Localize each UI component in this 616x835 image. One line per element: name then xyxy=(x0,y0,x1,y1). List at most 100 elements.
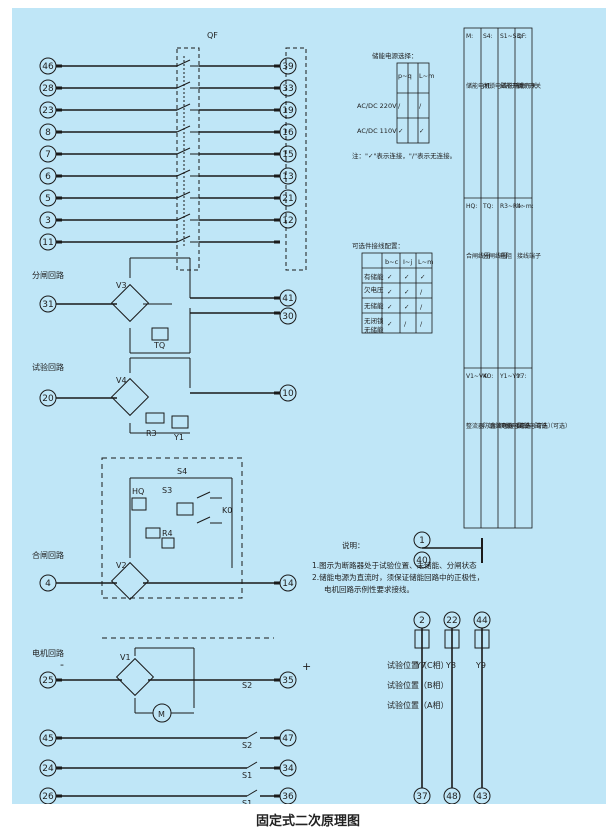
svg-text:✓: ✓ xyxy=(387,320,392,328)
svg-text:36: 36 xyxy=(282,792,294,802)
svg-text:8: 8 xyxy=(45,128,51,138)
svg-text:✓: ✓ xyxy=(420,273,425,281)
terminal-40: 40 xyxy=(413,551,431,569)
svg-text:15: 15 xyxy=(282,150,293,160)
svg-text:✓: ✓ xyxy=(404,288,409,296)
terminal-47: 47 xyxy=(279,729,297,747)
svg-text:13: 13 xyxy=(282,172,293,182)
legend-title: 可选件接线配置： xyxy=(352,241,404,250)
terminal-13: 13 xyxy=(279,167,297,185)
svg-text:35: 35 xyxy=(282,676,293,686)
open-circuit-label: 分闸回路 xyxy=(32,270,64,280)
terminal-10: 10 xyxy=(279,384,297,402)
terminal-15: 15 xyxy=(279,145,297,163)
svg-text:储能开关: 储能开关 xyxy=(500,82,524,90)
svg-text:AC/DC 220V: AC/DC 220V xyxy=(357,102,397,110)
svg-text:分闸线圈: 分闸线圈 xyxy=(483,252,507,260)
svg-text:47: 47 xyxy=(282,734,293,744)
svg-text:✓: ✓ xyxy=(398,127,403,135)
terminal-43: 43 xyxy=(473,787,491,804)
svg-text:✓: ✓ xyxy=(387,273,392,281)
terminal-20: 20 xyxy=(39,389,57,407)
trial-circuit xyxy=(56,357,280,434)
terminal-14: 14 xyxy=(279,574,297,592)
terminal-35: 35 xyxy=(279,671,297,689)
plus-label: + xyxy=(302,660,311,673)
svg-text:✓: ✓ xyxy=(404,303,409,311)
svg-text:34: 34 xyxy=(282,764,294,774)
svg-text:7: 7 xyxy=(45,150,51,160)
svg-text:/: / xyxy=(420,288,423,296)
terminal-8: 8 xyxy=(39,123,57,141)
svg-text:3: 3 xyxy=(45,216,51,226)
svg-text:V1~V4:: V1~V4: xyxy=(466,373,489,380)
svg-text:b~m:: b~m: xyxy=(517,203,534,210)
svg-text:I~j: I~j xyxy=(403,258,412,266)
svg-text:AC/DC 110V: AC/DC 110V xyxy=(357,127,397,135)
terminal-16: 16 xyxy=(279,123,297,141)
qf-dashed-box xyxy=(176,47,200,271)
svg-text:QF:: QF: xyxy=(517,33,527,40)
terminal-4: 4 xyxy=(39,574,57,592)
svg-text:10: 10 xyxy=(282,389,294,399)
svg-text:1: 1 xyxy=(419,536,425,546)
y7-label: Y7 xyxy=(415,661,426,670)
terminal-37: 37 xyxy=(413,787,431,804)
terminal-41: 41 xyxy=(279,289,297,307)
s3-label: S3 xyxy=(162,486,172,495)
svg-text:有储能: 有储能 xyxy=(364,272,384,281)
svg-text:储能电机: 储能电机 xyxy=(466,82,490,90)
terminal-45: 45 xyxy=(39,729,57,747)
svg-text:L~m: L~m xyxy=(419,72,434,80)
svg-text:/: / xyxy=(398,102,401,110)
svg-text:37: 37 xyxy=(416,792,427,802)
svg-text:R3~R4:: R3~R4: xyxy=(500,203,523,210)
svg-text:48: 48 xyxy=(446,792,458,802)
svg-text:40: 40 xyxy=(416,556,428,566)
pos-bb-label: 试验位置（B相） xyxy=(387,680,449,690)
svg-text:/: / xyxy=(404,320,407,328)
s4-label: S4 xyxy=(177,467,187,476)
svg-text:无闭锁: 无闭锁 xyxy=(364,316,384,325)
power-title: 储能电源选择： xyxy=(372,51,418,60)
v1-label: V1 xyxy=(120,653,131,662)
svg-text:闭锁电磁铁辅助开关: 闭锁电磁铁辅助开关 xyxy=(483,82,537,90)
svg-text:23: 23 xyxy=(42,106,53,116)
motor-circuit-label: 电机回路 xyxy=(32,648,64,658)
v4-label: V4 xyxy=(116,376,127,385)
svg-text:欠电压: 欠电压 xyxy=(364,285,384,294)
svg-text:L~m: L~m xyxy=(418,258,433,266)
terminal-24: 24 xyxy=(39,759,57,777)
svg-text:✓: ✓ xyxy=(387,303,392,311)
terminal-48: 48 xyxy=(443,787,461,804)
terminal-46: 46 xyxy=(39,57,57,75)
terminal-39: 39 xyxy=(279,57,297,75)
svg-text:39: 39 xyxy=(282,62,294,72)
power-table xyxy=(396,62,430,144)
svg-text:33: 33 xyxy=(282,84,293,94)
svg-text:Y7:: Y7: xyxy=(516,373,527,380)
svg-text:30: 30 xyxy=(282,312,294,322)
terminal-dashed-box xyxy=(285,47,307,271)
svg-text:TQ:: TQ: xyxy=(482,203,493,210)
terminal-5: 5 xyxy=(39,189,57,207)
svg-text:M:: M: xyxy=(466,33,473,40)
y9-label: Y9 xyxy=(475,661,486,670)
svg-text:45: 45 xyxy=(42,734,53,744)
svg-text:14: 14 xyxy=(282,579,294,589)
terminal-stubs xyxy=(56,64,280,244)
svg-text:辅助开关: 辅助开关 xyxy=(517,82,541,90)
svg-text:41: 41 xyxy=(282,294,293,304)
right-terminals: 39 33 19 16 15 13 21 12 41 30 10 14 35 4… xyxy=(279,57,297,804)
svg-text:HQ:: HQ: xyxy=(466,203,477,210)
terminal-6: 6 xyxy=(39,167,57,185)
close-circuit xyxy=(56,477,280,601)
y8-label: Y8 xyxy=(445,661,456,670)
svg-text:无储能: 无储能 xyxy=(364,301,384,310)
svg-text:2: 2 xyxy=(419,616,425,626)
svg-text:43: 43 xyxy=(476,792,487,802)
notes-title: 说明： xyxy=(342,540,365,550)
svg-text:S4:: S4: xyxy=(483,33,493,40)
terminal-36: 36 xyxy=(279,787,297,804)
r3-label: R3 xyxy=(146,429,157,438)
